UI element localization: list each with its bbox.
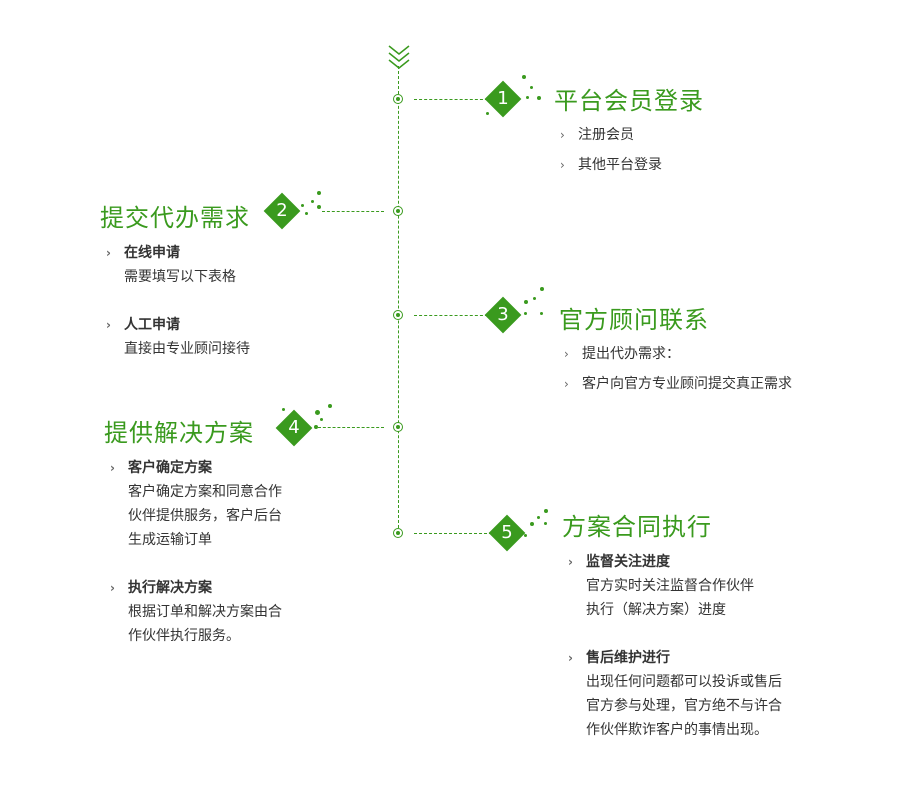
list-item: › 售后维护进行 — [568, 646, 670, 670]
timeline-node-icon — [393, 310, 403, 320]
step-title: 方案合同执行 — [562, 513, 712, 541]
step-title: 官方顾问联系 — [559, 306, 709, 334]
chevron-right-icon: › — [106, 318, 111, 332]
item-description: 伙伴提供服务，客户后台 — [128, 508, 282, 524]
item-description: 根据订单和解决方案由合 — [128, 604, 282, 620]
chevron-right-icon: › — [568, 555, 573, 569]
connector-line — [414, 99, 488, 100]
list-item: › 注册会员 — [560, 123, 634, 147]
chevron-right-icon: › — [564, 377, 569, 391]
step-5-badge: 5 — [488, 514, 526, 552]
chevron-right-icon: › — [110, 461, 115, 475]
connector-line — [322, 211, 384, 212]
step-3-badge: 3 — [484, 296, 522, 334]
item-description: 官方参与处理，官方绝不与许合 — [586, 698, 782, 714]
item-description: 需要填写以下表格 — [124, 269, 236, 285]
timeline-node-icon — [393, 206, 403, 216]
step-number: 2 — [276, 200, 288, 221]
item-description: 客户确定方案和同意合作 — [128, 484, 282, 500]
chevron-right-icon: › — [564, 347, 569, 361]
list-item: › 在线申请 — [106, 241, 180, 265]
step-number: 4 — [288, 417, 300, 438]
item-description: 出现任何问题都可以投诉或售后 — [586, 674, 782, 690]
double-chevron-down-icon — [388, 45, 410, 69]
chevron-right-icon: › — [568, 651, 573, 665]
timeline-node-icon — [393, 422, 403, 432]
connector-line — [414, 533, 492, 534]
list-item: › 执行解决方案 — [110, 576, 212, 600]
item-description: 官方实时关注监督合作伙伴 — [586, 578, 754, 594]
step-4-badge: 4 — [275, 409, 313, 447]
step-title: 提交代办需求 — [100, 204, 250, 232]
chevron-right-icon: › — [110, 581, 115, 595]
item-description: 作伙伴欺诈客户的事情出现。 — [586, 722, 768, 738]
step-title: 平台会员登录 — [554, 87, 704, 115]
step-number: 3 — [497, 304, 509, 325]
timeline-node-icon — [393, 528, 403, 538]
step-number: 5 — [501, 522, 513, 543]
list-item: › 其他平台登录 — [560, 153, 662, 177]
timeline-node-icon — [393, 94, 403, 104]
item-description: 直接由专业顾问接待 — [124, 341, 250, 357]
chevron-right-icon: › — [560, 128, 565, 142]
step-2-badge: 2 — [263, 192, 301, 230]
list-item: › 监督关注进度 — [568, 550, 670, 574]
list-item: › 提出代办需求： — [564, 342, 680, 366]
chevron-right-icon: › — [106, 246, 111, 260]
connector-line — [318, 427, 384, 428]
item-description: 执行（解决方案）进度 — [586, 602, 726, 618]
step-1-badge: 1 — [484, 80, 522, 118]
chevron-right-icon: › — [560, 158, 565, 172]
timeline-line — [398, 66, 399, 528]
connector-line — [414, 315, 488, 316]
item-description: 作伙伴执行服务。 — [128, 628, 240, 644]
list-item: › 人工申请 — [106, 313, 180, 337]
step-title: 提供解决方案 — [104, 419, 254, 447]
item-description: 生成运输订单 — [128, 532, 212, 548]
list-item: › 客户向官方专业顾问提交真正需求 — [564, 372, 792, 396]
list-item: › 客户确定方案 — [110, 456, 212, 480]
step-number: 1 — [497, 88, 509, 109]
